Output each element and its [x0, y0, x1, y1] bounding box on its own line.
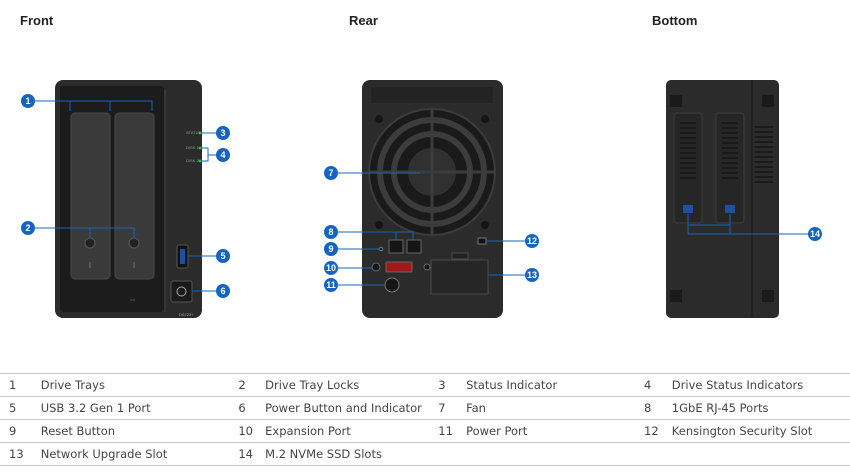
svg-text:8: 8 — [328, 227, 333, 237]
callout-badge-12: 12 — [525, 234, 539, 248]
svg-text:14: 14 — [810, 229, 820, 239]
callout-badge-14: 14 — [808, 227, 822, 241]
legend-label: Network Upgrade Slot — [40, 442, 239, 466]
legend-number: 1 — [0, 373, 41, 397]
drive-tray-2[interactable] — [114, 112, 155, 280]
m2-screw-1 — [683, 205, 693, 213]
disk1-led — [198, 146, 202, 150]
legend-number: 9 — [0, 419, 41, 443]
drive-tray-1[interactable] — [70, 112, 111, 280]
rj45-port-2[interactable] — [406, 239, 422, 254]
svg-text:12: 12 — [527, 236, 537, 246]
callout-badge-4: 4 — [216, 148, 230, 162]
legend-label: Power Port — [466, 419, 645, 443]
legend-number: 8 — [644, 396, 672, 420]
legend-label: Status Indicator — [466, 373, 645, 397]
legend-number: 13 — [0, 442, 41, 466]
svg-text:7: 7 — [328, 168, 333, 178]
svg-text:11: 11 — [326, 280, 336, 290]
fan — [368, 108, 496, 236]
svg-text:6: 6 — [220, 286, 225, 296]
model-label: DS723+ — [179, 312, 194, 317]
svg-text:13: 13 — [527, 270, 537, 280]
callout-badge-11: 11 — [324, 278, 338, 292]
rear-view — [337, 80, 526, 318]
svg-text:3: 3 — [220, 128, 225, 138]
power-button[interactable] — [170, 280, 193, 303]
tray-lock-1-icon[interactable] — [84, 237, 96, 249]
callout-badge-8: 8 — [324, 225, 338, 239]
legend-number: 12 — [644, 419, 672, 443]
svg-text:9: 9 — [328, 244, 333, 254]
callout-badge-2: 2 — [21, 221, 35, 235]
rubber-foot — [670, 95, 682, 107]
legend-label: 1GbE RJ-45 Ports — [671, 396, 850, 420]
expansion-port[interactable] — [385, 261, 413, 273]
legend-number: 11 — [438, 419, 467, 443]
legend-label: Kensington Security Slot — [671, 419, 850, 443]
kensington-slot[interactable] — [477, 237, 487, 245]
legend-number: 5 — [0, 396, 41, 420]
svg-text:5: 5 — [220, 251, 225, 261]
disk1-led-label: DISK 1 — [186, 145, 199, 150]
rubber-foot — [762, 290, 774, 302]
tray-lock-2-icon[interactable] — [128, 237, 140, 249]
callout-badge-1: 1 — [21, 94, 35, 108]
legend-number: 3 — [438, 373, 467, 397]
bottom-view-title: Bottom — [652, 13, 698, 28]
m2-screw-2 — [725, 205, 735, 213]
callout-badge-13: 13 — [525, 268, 539, 282]
front-view-title: Front — [20, 13, 54, 28]
expansion-screw — [371, 262, 381, 272]
legend-label: USB 3.2 Gen 1 Port — [40, 396, 239, 420]
rubber-foot — [670, 290, 682, 302]
callout-badge-3: 3 — [216, 126, 230, 140]
legend-number: 2 — [238, 373, 266, 397]
network-upgrade-slot[interactable] — [430, 259, 489, 295]
svg-text:1: 1 — [25, 96, 30, 106]
legend-number: 6 — [238, 396, 266, 420]
legend-number: 7 — [438, 396, 467, 420]
callout-badge-9: 9 — [324, 242, 338, 256]
legend-label: Drive Tray Locks — [265, 373, 439, 397]
svg-text:4: 4 — [220, 150, 225, 160]
power-port[interactable] — [384, 277, 400, 293]
legend-label: Power Button and Indicator — [265, 396, 439, 420]
status-led-label: STATUS — [186, 130, 202, 135]
rj45-port-1[interactable] — [388, 239, 404, 254]
disk2-led — [198, 159, 202, 163]
device-diagram: STATUS DISK 1 DISK 2 DS723+ — [21, 80, 822, 318]
legend-number: 14 — [238, 442, 266, 466]
svg-text:2: 2 — [25, 223, 30, 233]
legend-label: Fan — [466, 396, 645, 420]
callout-badge-7: 7 — [324, 166, 338, 180]
callout-badge-10: 10 — [324, 261, 338, 275]
rubber-foot — [762, 95, 774, 107]
callout-badge-5: 5 — [216, 249, 230, 263]
legend-label: Reset Button — [40, 419, 239, 443]
callout-badge-6: 6 — [216, 284, 230, 298]
disk2-led-label: DISK 2 — [186, 158, 199, 163]
legend-label: Expansion Port — [265, 419, 439, 443]
legend-label: M.2 NVMe SSD Slots — [265, 442, 439, 466]
legend-label: Drive Trays — [40, 373, 239, 397]
legend-label: Drive Status Indicators — [671, 373, 850, 397]
power-icon — [176, 286, 187, 297]
svg-text:10: 10 — [326, 263, 336, 273]
front-view: STATUS DISK 1 DISK 2 DS723+ — [34, 80, 218, 318]
legend-number: 10 — [238, 419, 266, 443]
legend-number: 4 — [644, 373, 672, 397]
rear-view-title: Rear — [349, 13, 378, 28]
status-led — [198, 131, 202, 135]
bottom-view — [666, 80, 815, 318]
